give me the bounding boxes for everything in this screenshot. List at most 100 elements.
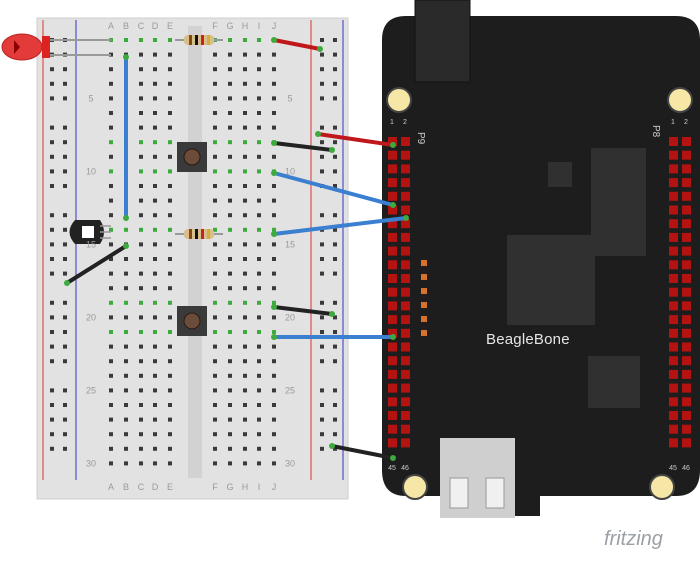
- p8-header-pin: [669, 397, 678, 407]
- p9-header-pin: [401, 178, 410, 188]
- breadboard-hole: [109, 169, 113, 174]
- p8-header-pin: [682, 328, 691, 338]
- breadboard-hole: [272, 271, 276, 276]
- breadboard-hole: [243, 67, 247, 72]
- breadboard-hole: [213, 300, 217, 305]
- column-letter: E: [167, 482, 173, 492]
- rail-hole: [333, 315, 337, 320]
- mounting-hole: [402, 474, 428, 500]
- column-letter: H: [242, 482, 249, 492]
- breadboard-hole: [109, 125, 113, 130]
- rail-hole: [320, 403, 324, 407]
- breadboard-hole: [257, 213, 261, 218]
- breadboard-hole: [213, 359, 217, 364]
- wire-end: [315, 131, 321, 137]
- breadboard-hole: [257, 227, 261, 232]
- p8-header-pin: [669, 164, 678, 174]
- p9-header-pin: [388, 178, 397, 188]
- breadboard-hole: [109, 432, 113, 437]
- p8-header-pin: [669, 369, 678, 379]
- black-wire: [330, 444, 395, 460]
- rail-hole: [63, 359, 67, 364]
- rail-hole: [50, 300, 54, 305]
- row-number: 25: [86, 385, 96, 395]
- p9-header-pin: [388, 150, 397, 160]
- breadboard-hole: [139, 257, 143, 261]
- breadboard-hole: [139, 154, 143, 159]
- wire-end: [390, 334, 396, 340]
- breadboard-hole: [272, 315, 276, 320]
- breadboard-hole: [109, 403, 113, 407]
- rail-hole: [50, 67, 54, 72]
- breadboard-hole: [243, 52, 247, 57]
- breadboard-hole: [243, 81, 247, 86]
- rail-hole: [333, 330, 337, 334]
- breadboard-hole: [124, 315, 128, 320]
- breadboard-hole: [124, 286, 128, 291]
- breadboard-hole: [139, 125, 143, 130]
- rail-hole: [50, 446, 54, 451]
- breadboard-hole: [168, 432, 172, 437]
- breadboard-hole: [243, 242, 247, 247]
- wire-end: [390, 142, 396, 148]
- breadboard-hole: [213, 344, 217, 349]
- breadboard-hole: [139, 403, 143, 407]
- rail-hole: [320, 344, 324, 349]
- breadboard-hole: [109, 140, 113, 145]
- p9-header-pin: [401, 315, 410, 325]
- rail-hole: [320, 52, 324, 57]
- p8-header-pin: [682, 232, 691, 242]
- breadboard-hole: [124, 38, 128, 42]
- breadboard-hole: [243, 140, 247, 145]
- breadboard-hole: [272, 300, 276, 305]
- wires: [64, 37, 409, 461]
- breadboard-hole: [257, 330, 261, 334]
- p8-header-pin: [682, 137, 691, 146]
- breadboard-hole: [257, 198, 261, 203]
- breadboard-hole: [228, 154, 232, 159]
- breadboard-hole: [109, 286, 113, 291]
- row-number: 10: [285, 166, 295, 176]
- breadboard-hole: [109, 344, 113, 349]
- rail-hole: [333, 38, 337, 42]
- column-letter: J: [272, 21, 277, 31]
- rail-hole: [50, 227, 54, 232]
- breadboard-hole: [153, 257, 157, 261]
- breadboard-hole: [243, 359, 247, 364]
- p8-header-pin: [682, 301, 691, 311]
- rail-hole: [333, 67, 337, 72]
- column-letter: A: [108, 482, 114, 492]
- rail-hole: [320, 300, 324, 305]
- breadboard-hole: [228, 169, 232, 174]
- rail-hole: [63, 184, 67, 188]
- breadboard-hole: [272, 81, 276, 86]
- breadboard-hole: [243, 403, 247, 407]
- breadboard-hole: [213, 96, 217, 101]
- column-letter: I: [258, 21, 261, 31]
- breadboard-hole: [257, 461, 261, 466]
- rail-hole: [50, 242, 54, 247]
- rail-hole: [333, 184, 337, 188]
- rail-hole: [320, 169, 324, 174]
- resistor-band: [201, 35, 204, 45]
- p8-header-pin: [669, 315, 678, 325]
- breadboard-hole: [213, 111, 217, 115]
- rail-hole: [50, 271, 54, 276]
- breadboard-hole: [228, 125, 232, 130]
- p9-header-pin: [401, 328, 410, 338]
- breadboard-hole: [228, 359, 232, 364]
- breadboard-hole: [228, 227, 232, 232]
- breadboard-hole: [168, 154, 172, 159]
- p9-header-pin: [388, 301, 397, 311]
- breadboard-hole: [124, 461, 128, 466]
- rail-hole: [320, 96, 324, 101]
- row-number: 15: [285, 239, 295, 249]
- breadboard-hole: [257, 184, 261, 188]
- p8-header-pin: [669, 137, 678, 146]
- breadboard-hole: [228, 38, 232, 42]
- breadboard-hole: [139, 286, 143, 291]
- breadboard-hole: [257, 140, 261, 145]
- breadboard-hole: [257, 286, 261, 291]
- p8-header-pin: [669, 383, 678, 393]
- rail-hole: [320, 38, 324, 42]
